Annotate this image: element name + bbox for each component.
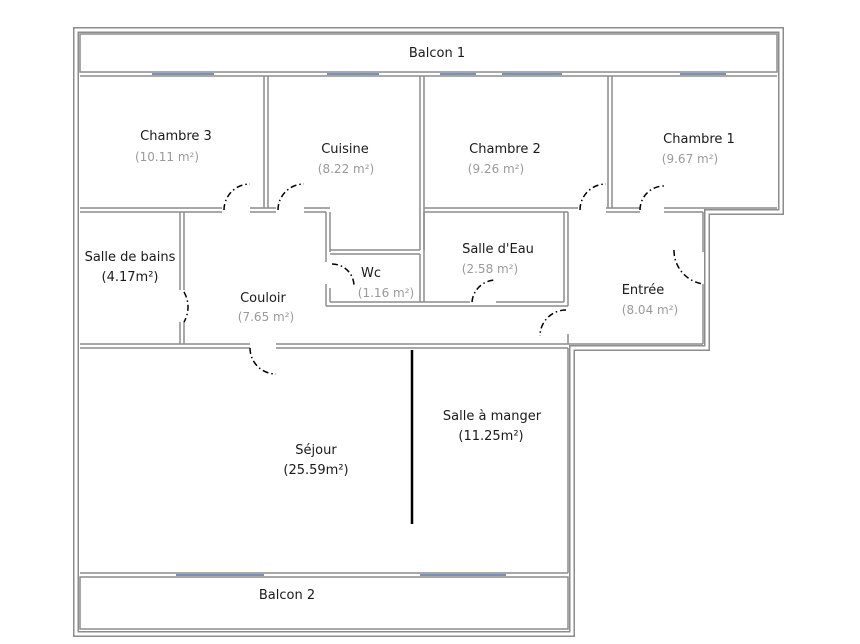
cuisine-label: Cuisine (321, 142, 369, 157)
cuisine-area: (8.22 m²) (318, 162, 374, 176)
salle-a-manger-area: (11.25m²) (458, 429, 523, 444)
salle-de-bains-label: Salle de bains (85, 250, 176, 265)
chambre1-label: Chambre 1 (663, 132, 735, 147)
salle-deau-label: Salle d'Eau (462, 242, 534, 257)
couloir-label: Couloir (240, 291, 286, 306)
chambre2-label: Chambre 2 (469, 142, 541, 157)
salle-de-bains-area: (4.17m²) (102, 270, 159, 285)
balcon2-outline (79, 576, 569, 630)
sejour-label: Séjour (295, 443, 337, 458)
salle-deau-area: (2.58 m²) (462, 262, 518, 276)
couloir-area: (7.65 m²) (238, 310, 294, 324)
balcon1-outline (79, 33, 778, 73)
entree-label: Entrée (622, 283, 665, 298)
outer-walls (73, 27, 784, 637)
chambre3-area: (10.11 m²) (135, 150, 199, 164)
wc-area: (1.16 m²) (358, 286, 414, 300)
interior-walls (80, 75, 777, 574)
balcon2-label: Balcon 2 (259, 588, 315, 603)
sejour-area: (25.59m²) (283, 463, 348, 478)
salle-a-manger-label: Salle à manger (443, 409, 542, 424)
chambre1-area: (9.67 m²) (662, 152, 718, 166)
doors (183, 183, 704, 375)
wc-label: Wc (361, 266, 381, 281)
chambre2-area: (9.26 m²) (468, 162, 524, 176)
entree-area: (8.04 m²) (622, 303, 678, 317)
balcon1-label: Balcon 1 (409, 46, 465, 61)
windows (152, 73, 726, 576)
chambre3-label: Chambre 3 (140, 129, 212, 144)
